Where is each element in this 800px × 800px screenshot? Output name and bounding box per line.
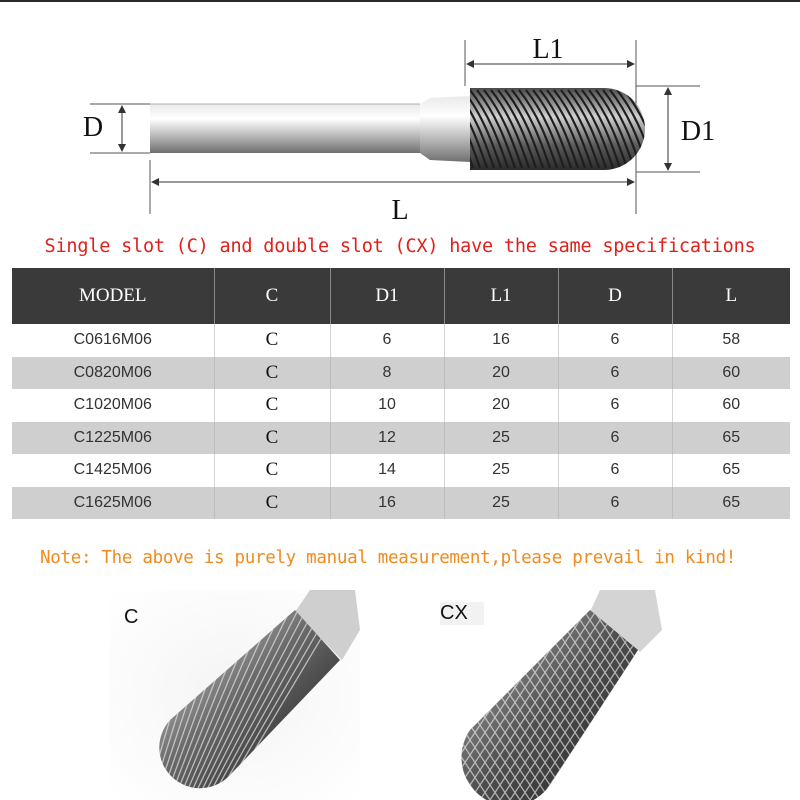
cell-l1: 16 — [444, 324, 559, 357]
double-slot-label: CX — [440, 602, 484, 625]
label-l: L — [391, 195, 408, 226]
cell-model: C0616M06 — [12, 324, 215, 357]
label-d: D — [83, 112, 103, 143]
table-row: C0616M06 C 6 16 6 58 — [12, 324, 790, 357]
cell-d1: 8 — [330, 356, 445, 389]
cell-d1: 16 — [330, 486, 445, 519]
cell-l1: 25 — [444, 486, 559, 519]
cell-d1: 6 — [330, 324, 445, 357]
cell-model: C1225M06 — [12, 421, 215, 454]
specification-table: MODEL C D1 L1 D L C0616M06 C 6 16 6 58 C… — [12, 268, 790, 519]
table-row: C1225M06 C 12 25 6 65 — [12, 421, 790, 454]
table-header-row: MODEL C D1 L1 D L — [12, 268, 790, 324]
double-slot-burr-photo — [440, 590, 680, 800]
column-header-l1: L1 — [444, 268, 559, 324]
cell-l1: 25 — [444, 454, 559, 487]
label-d1: D1 — [681, 116, 715, 147]
cell-d: 6 — [558, 454, 673, 487]
cell-c: C — [214, 356, 331, 389]
table-row: C1020M06 C 10 20 6 60 — [12, 389, 790, 422]
single-slot-label: C — [124, 606, 139, 628]
single-slot-burr-photo — [110, 590, 360, 800]
cell-c: C — [214, 389, 331, 422]
table-row: C1625M06 C 16 25 6 65 — [12, 486, 790, 519]
cell-d: 6 — [558, 486, 673, 519]
burr-shank — [150, 96, 470, 162]
cell-d: 6 — [558, 356, 673, 389]
column-header-model: MODEL — [12, 268, 215, 324]
cell-model: C1020M06 — [12, 389, 215, 422]
cell-d1: 14 — [330, 454, 445, 487]
top-divider — [0, 0, 800, 2]
cell-l1: 20 — [444, 356, 559, 389]
cell-c: C — [214, 324, 331, 357]
cell-model: C1625M06 — [12, 486, 215, 519]
column-header-c: C — [214, 268, 331, 324]
cell-d: 6 — [558, 389, 673, 422]
cell-d: 6 — [558, 421, 673, 454]
cell-l: 60 — [672, 356, 790, 389]
table-row: C1425M06 C 14 25 6 65 — [12, 454, 790, 487]
cell-l: 65 — [672, 486, 790, 519]
cell-l: 65 — [672, 421, 790, 454]
dimension-lines — [118, 60, 672, 186]
cell-d: 6 — [558, 324, 673, 357]
cell-c: C — [214, 454, 331, 487]
cell-l: 58 — [722, 331, 741, 349]
cell-model: C0820M06 — [12, 356, 215, 389]
label-l1: L1 — [532, 34, 563, 65]
cell-d1: 10 — [330, 389, 445, 422]
cell-model: C1425M06 — [12, 454, 215, 487]
cell-l1: 20 — [444, 389, 559, 422]
table-row: C0820M06 C 8 20 6 60 — [12, 356, 790, 389]
cell-d1: 12 — [330, 421, 445, 454]
column-header-l: L — [672, 268, 790, 324]
column-header-d: D — [558, 268, 673, 324]
cell-c: C — [214, 421, 331, 454]
cell-c: C — [214, 486, 331, 519]
burr-cutting-head — [470, 88, 645, 170]
measurement-note: Note: The above is purely manual measure… — [40, 548, 737, 568]
specification-headline: Single slot (C) and double slot (CX) hav… — [44, 236, 756, 257]
cell-l1: 25 — [444, 421, 559, 454]
cell-l: 65 — [722, 461, 741, 479]
cell-l: 60 — [722, 396, 741, 414]
column-header-d1: D1 — [330, 268, 445, 324]
burr-dimension-diagram: L1 D1 D L — [83, 34, 715, 226]
